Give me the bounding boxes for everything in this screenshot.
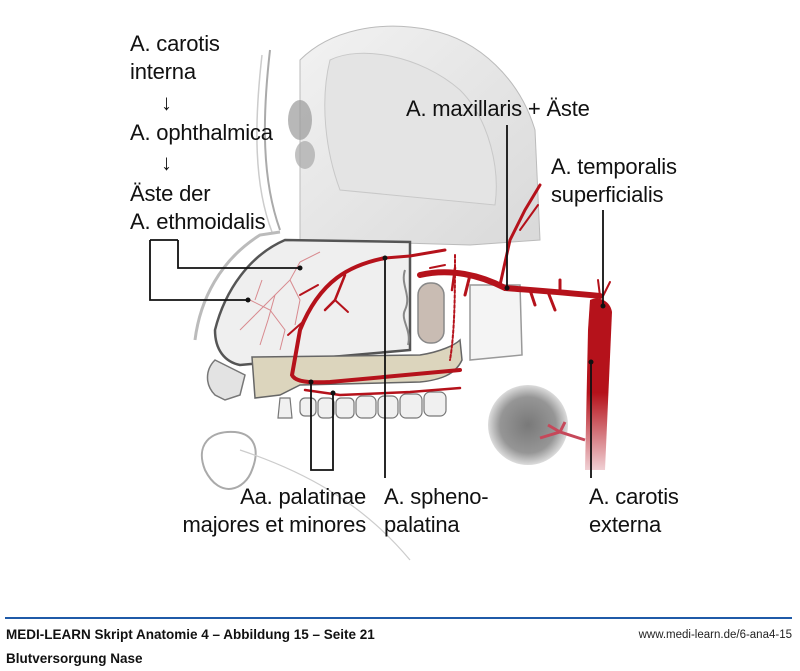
leader-dots xyxy=(245,255,606,396)
label-palatinae-line1: Aa. palatinae xyxy=(240,484,366,509)
label-maxillaris: A. maxillaris + Äste xyxy=(406,96,590,121)
leader-lines xyxy=(149,125,604,478)
label-aeste-der: Äste der xyxy=(130,181,211,206)
nose-blood-supply-illustration xyxy=(149,25,612,561)
ethmoidal-branches xyxy=(239,251,321,351)
pterygopalatine-structures xyxy=(402,269,523,361)
label-carotis-interna-line2: interna xyxy=(130,59,196,84)
skull-background xyxy=(256,25,541,246)
mandible-sketch xyxy=(200,430,257,490)
arrow-down-icon: ↓ xyxy=(161,90,172,115)
label-carotis-externa-line2: externa xyxy=(589,512,661,537)
footer-url[interactable]: www.medi-learn.de/6-ana4-15 xyxy=(638,629,792,641)
label-palatinae-line2: majores et minores xyxy=(182,512,367,537)
label-temporalis-line2: superficialis xyxy=(551,182,664,207)
label-ophthalmica: A. ophthalmica xyxy=(130,120,273,145)
arrow-down-icon: ↓ xyxy=(161,150,172,175)
label-carotis-externa-line1: A. carotis xyxy=(589,484,679,509)
pharynx-shading xyxy=(488,385,568,465)
footer-divider xyxy=(5,617,792,619)
tongue-sketch xyxy=(239,449,411,561)
label-sphenopalatina-line2: palatina xyxy=(384,512,460,537)
label-carotis-interna-line1: A. carotis xyxy=(130,31,220,56)
figure-caption: Blutversorgung Nase xyxy=(6,651,143,666)
teeth xyxy=(277,391,447,419)
lingual-branch xyxy=(539,421,586,442)
footer-title: MEDI-LEARN Skript Anatomie 4 – Abbildung… xyxy=(6,627,375,642)
label-ethmoidalis: A. ethmoidalis xyxy=(130,209,266,234)
label-sphenopalatina-line1: A. spheno- xyxy=(384,484,489,509)
label-temporalis-line1: A. temporalis xyxy=(551,154,677,179)
carotis-externa-vessel xyxy=(585,298,612,470)
